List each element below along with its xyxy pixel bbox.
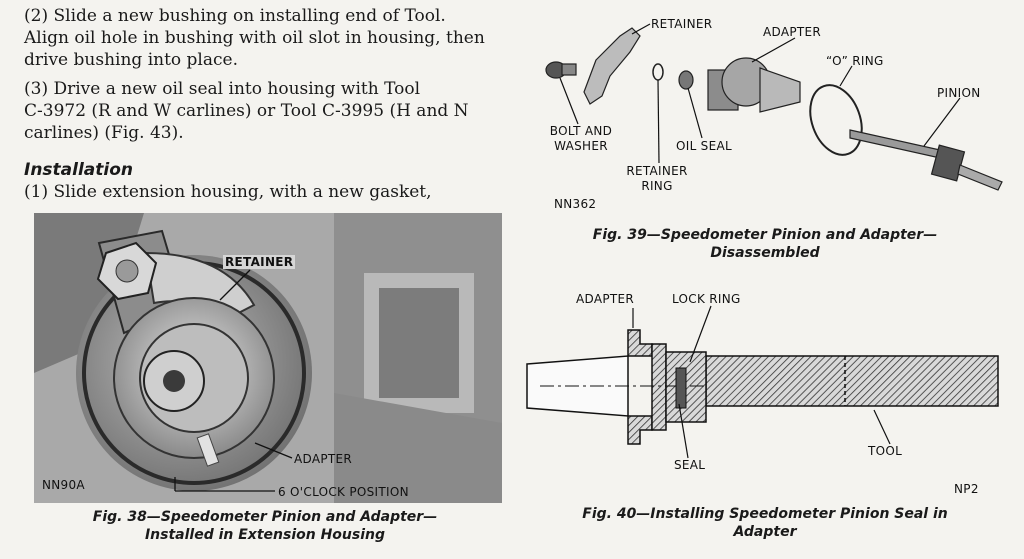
fig39-label-bolt-line2: WASHER [554, 139, 608, 153]
fig38-caption-line1: Fig. 38—Speedometer Pinion and Adapter— [92, 509, 438, 525]
fig38-caption-line2: Installed in Extension Housing [144, 527, 386, 543]
fig40-label-seal: SEAL [674, 458, 706, 472]
retainer-part [583, 27, 641, 105]
fig40-caption-line1: Fig. 40—Installing Speedometer Pinion Se… [582, 506, 948, 522]
fig38-caption: Fig. 38—Speedometer Pinion and Adapter— … [40, 508, 490, 544]
fig39-label-adapter: ADAPTER [763, 25, 822, 39]
para3-line3: carlines) (Fig. 43). [24, 123, 184, 143]
installation-para1-line1: (1) Slide extension housing, with a new … [24, 182, 432, 202]
para2-line2: Align oil hole in bushing with oil slot … [24, 28, 485, 48]
fig40-adapter [526, 329, 707, 445]
para3-line1: (3) Drive a new oil seal into housing wi… [24, 79, 421, 99]
fig40-label-adapter: ADAPTER [576, 292, 635, 306]
fig39-label-pinion: PINION [937, 86, 981, 100]
fig39-label-oil-seal: OIL SEAL [676, 139, 732, 153]
fig40-caption-line2: Adapter [733, 524, 797, 540]
fig39-code: NN362 [554, 197, 597, 211]
fig40-lock-ring [675, 367, 687, 409]
o-ring-part [809, 84, 863, 156]
fig39-label-bolt-line1: BOLT AND [549, 124, 613, 138]
oil-seal-part [678, 70, 694, 90]
fig39-caption-line2: Disassembled [710, 245, 820, 261]
fig40-caption: Fig. 40—Installing Speedometer Pinion Se… [540, 505, 990, 541]
fig40-label-lock-ring: LOCK RING [672, 292, 741, 306]
fig40-tool [705, 355, 999, 407]
fig39-caption: Fig. 39—Speedometer Pinion and Adapter— … [540, 226, 990, 262]
fig38-label-retainer: RETAINER [223, 255, 296, 269]
para2-line1: (2) Slide a new bushing on installing en… [24, 6, 446, 26]
section-heading-installation: Installation [24, 160, 134, 180]
fig39-caption-line1: Fig. 39—Speedometer Pinion and Adapter— [592, 227, 938, 243]
fig38-label-six-oclock: 6 O'CLOCK POSITION [278, 485, 409, 499]
adapter-part [707, 57, 801, 113]
fig38-photo [34, 213, 502, 503]
fig39-label-retainer-ring-line1: RETAINER [626, 164, 688, 178]
fig39-label-o-ring: “O” RING [826, 54, 884, 68]
fig38-label-adapter: ADAPTER [294, 452, 353, 466]
pinion-part [849, 129, 1003, 191]
para3-line2: C-3972 (R and W carlines) or Tool C-3995… [24, 101, 469, 121]
bolt-and-washer-part [545, 61, 577, 79]
fig40-code: NP2 [954, 482, 979, 496]
fig39-label-retainer-ring: RETAINER RING [617, 164, 697, 194]
fig39-label-retainer: RETAINER [651, 17, 713, 31]
fig40-label-tool: TOOL [868, 444, 903, 458]
fig39-label-retainer-ring-line2: RING [641, 179, 673, 193]
fig39-label-bolt-and-washer: BOLT AND WASHER [541, 124, 621, 154]
para2-line3: drive bushing into place. [24, 50, 238, 70]
fig38-code: NN90A [42, 478, 85, 492]
